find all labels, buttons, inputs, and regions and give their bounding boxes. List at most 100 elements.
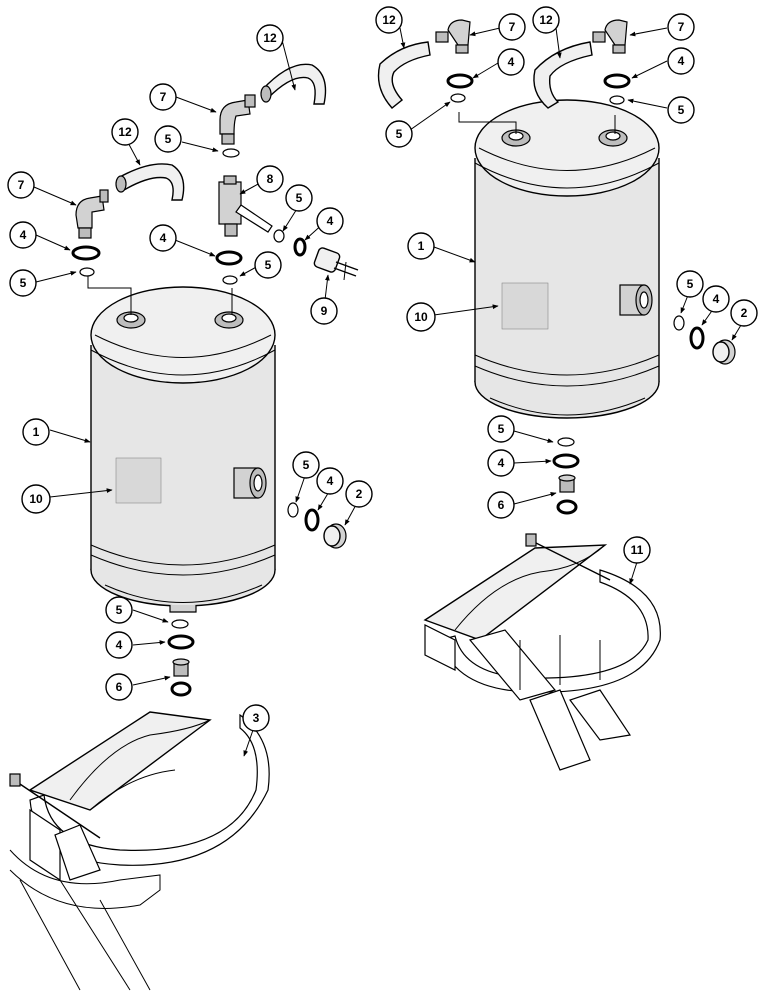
svg-text:7: 7 [678, 20, 685, 34]
o-ring-5-middle-top [222, 148, 240, 158]
mounting-strap-right [423, 533, 661, 771]
callout-12-right-b: 12 [532, 6, 560, 34]
svg-text:3: 3 [253, 711, 260, 725]
drain-valve-right [556, 474, 578, 515]
decal-right [501, 282, 549, 330]
svg-text:1: 1 [33, 425, 40, 439]
hose-right-a [377, 41, 431, 109]
decal-left [115, 457, 162, 504]
callout-4-left: 4 [9, 221, 37, 249]
svg-text:4: 4 [678, 54, 685, 68]
o-ring-5-side-left [287, 502, 299, 518]
svg-text:7: 7 [509, 20, 516, 34]
callout-4-side-left: 4 [316, 467, 344, 495]
o-ring-4-bottom-left [167, 634, 195, 650]
svg-text:4: 4 [160, 231, 167, 245]
svg-text:6: 6 [498, 498, 505, 512]
svg-text:4: 4 [498, 456, 505, 470]
o-ring-4-right-b [603, 73, 631, 89]
svg-text:4: 4 [508, 55, 515, 69]
svg-text:7: 7 [18, 178, 25, 192]
svg-text:5: 5 [498, 422, 505, 436]
o-ring-5-right-b [609, 95, 625, 105]
o-ring-5-side-right [673, 315, 685, 331]
callout-4-bottom-right: 4 [487, 449, 515, 477]
svg-text:2: 2 [741, 306, 748, 320]
callout-9-pressure-switch: 9 [310, 297, 338, 325]
callout-10-right: 10 [406, 302, 436, 332]
callout-2-left: 2 [345, 480, 373, 508]
svg-text:8: 8 [267, 172, 274, 186]
o-ring-5-bottom-right [557, 437, 575, 447]
svg-text:11: 11 [631, 543, 644, 557]
callout-5-tee-side: 5 [285, 184, 313, 212]
svg-text:5: 5 [20, 276, 27, 290]
o-ring-4-right-a [446, 73, 474, 89]
tank-port-top-right-right [598, 129, 628, 147]
tank-port-side [233, 467, 267, 499]
callout-6-right: 6 [487, 491, 515, 519]
callout-3-strap: 3 [242, 704, 270, 732]
hose-left [115, 163, 185, 201]
callout-5-right-a: 5 [385, 120, 413, 148]
o-ring-4-left-a [71, 245, 101, 261]
tee-fitting [218, 175, 273, 237]
o-ring-4-middle [215, 250, 243, 266]
svg-text:12: 12 [539, 13, 553, 27]
svg-text:10: 10 [414, 310, 428, 324]
callout-7-right-a: 7 [498, 13, 526, 41]
o-ring-4-bottom-right [552, 453, 580, 469]
svg-text:4: 4 [20, 228, 27, 242]
air-tank-left [90, 286, 276, 613]
svg-text:5: 5 [265, 258, 272, 272]
callout-5-middle-bottom: 5 [254, 251, 282, 279]
drain-valve-left [170, 658, 192, 697]
svg-text:2: 2 [356, 487, 363, 501]
plug-right [712, 339, 736, 365]
callout-5-side-left: 5 [292, 451, 320, 479]
callout-8-tee: 8 [256, 165, 284, 193]
callout-10-left: 10 [21, 484, 51, 514]
svg-text:10: 10 [29, 492, 43, 506]
callout-7-right-b: 7 [667, 13, 695, 41]
svg-text:12: 12 [118, 125, 132, 139]
leaders-right [399, 27, 745, 585]
callout-11-strap: 11 [623, 536, 651, 564]
svg-text:4: 4 [327, 474, 334, 488]
o-ring-5-left-a [79, 267, 95, 277]
callout-1-left: 1 [22, 418, 50, 446]
o-ring-5-bottom-left [171, 619, 189, 629]
svg-text:1: 1 [418, 239, 425, 253]
callout-4-bottom-left: 4 [105, 631, 133, 659]
svg-text:9: 9 [321, 304, 328, 318]
svg-text:4: 4 [327, 214, 334, 228]
elbow-right-b [592, 19, 628, 54]
callout-5-right-b: 5 [667, 96, 695, 124]
svg-text:7: 7 [160, 90, 167, 104]
svg-text:4: 4 [116, 638, 123, 652]
o-ring-4-tee-side [293, 237, 307, 257]
callout-5-bottom-left: 5 [105, 596, 133, 624]
callout-5-side-right: 5 [676, 270, 704, 298]
svg-text:6: 6 [116, 680, 123, 694]
left-assembly: 12 7 5 8 12 7 4 4 5 4 5 5 9 1 10 5 4 2 5… [7, 24, 373, 991]
air-tank-right [474, 99, 660, 419]
svg-text:5: 5 [116, 603, 123, 617]
callout-4-right-b: 4 [667, 47, 695, 75]
plug-left [323, 523, 347, 549]
svg-text:4: 4 [713, 292, 720, 306]
svg-text:5: 5 [296, 191, 303, 205]
mounting-strap-left [9, 711, 270, 991]
hose-right-b [533, 41, 593, 109]
svg-text:5: 5 [687, 277, 694, 291]
callout-4-middle: 4 [149, 224, 177, 252]
o-ring-5-middle-bottom [222, 275, 238, 285]
svg-text:12: 12 [263, 31, 277, 45]
right-assembly: 12 7 4 5 12 7 4 5 1 10 5 4 2 5 4 6 11 [375, 6, 758, 771]
callout-4-right-a: 4 [497, 48, 525, 76]
svg-text:5: 5 [303, 458, 310, 472]
callout-4-tee-side: 4 [316, 207, 344, 235]
elbow-left [75, 189, 109, 239]
callout-6-left: 6 [105, 673, 133, 701]
callout-12-right-a: 12 [375, 6, 403, 34]
